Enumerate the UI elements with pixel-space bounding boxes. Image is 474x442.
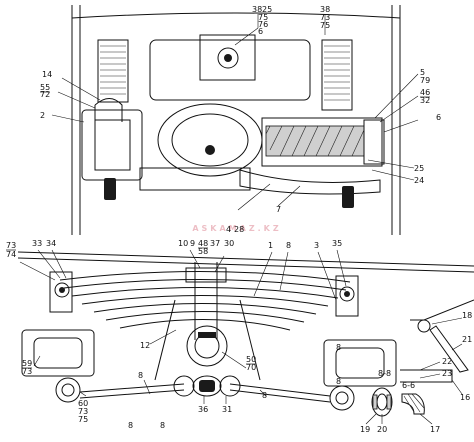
- central-joint: [192, 375, 222, 397]
- callout: 31: [222, 405, 232, 414]
- callout: 48: [198, 239, 208, 248]
- callout: 3: [314, 241, 319, 250]
- frame-rail-right: [391, 5, 401, 235]
- lower-rod-right: [229, 383, 331, 403]
- bracket-bolt: [217, 47, 239, 69]
- frame-side-top: [17, 251, 474, 267]
- callout: 18: [462, 311, 472, 320]
- callout: 25: [414, 164, 424, 173]
- plan-view: [51, 5, 419, 235]
- axle-housing-upper: [149, 39, 311, 101]
- callout: 73: [78, 407, 88, 416]
- watermark: ASKAMAZ.KZ: [192, 224, 281, 233]
- callout: 73: [6, 241, 16, 250]
- callout: 19: [360, 425, 370, 434]
- callout: 60: [78, 399, 88, 408]
- torque-rod-a: [154, 299, 176, 381]
- callout: 73: [320, 13, 330, 22]
- rear-bracket: [335, 275, 359, 317]
- section-label-8-8: 8-8: [378, 369, 391, 378]
- callout: 25: [262, 5, 272, 14]
- callout: 76: [258, 20, 268, 29]
- callout: 20: [377, 425, 387, 434]
- frame-crossmember-top: [71, 12, 401, 19]
- spring-pack-left: [97, 39, 129, 103]
- callout: 8: [286, 241, 291, 250]
- callout: 8: [160, 421, 165, 430]
- svg-text:8: 8: [336, 343, 341, 352]
- callout: 17: [430, 425, 440, 434]
- callout: 4: [226, 225, 231, 234]
- callout: 10: [178, 239, 188, 248]
- differential-housing: [157, 103, 263, 177]
- callout: 58: [198, 247, 208, 256]
- callout: 46: [420, 88, 430, 97]
- callout: 55: [40, 83, 50, 92]
- frame-rail-left: [71, 5, 81, 235]
- hub-box-right: [323, 339, 397, 387]
- callout: 70: [246, 363, 256, 372]
- callout: 33: [32, 239, 42, 248]
- callout: 8: [138, 371, 143, 380]
- axle-tube: [186, 325, 228, 367]
- callout: 24: [414, 176, 424, 185]
- callout: 59: [22, 359, 32, 368]
- callout: 75: [78, 415, 88, 424]
- callout: 79: [420, 76, 430, 85]
- bracket-center: [199, 34, 256, 81]
- lower-rod-joint-left: [55, 377, 81, 403]
- hub-box-left: [21, 329, 95, 377]
- axle-tube-lower: [239, 169, 381, 195]
- shock-upper-mount: [417, 319, 431, 333]
- u-bolt-clamp: [185, 267, 227, 283]
- callout: 50: [246, 355, 256, 364]
- callout: 8: [262, 391, 267, 400]
- callout: 32: [420, 96, 430, 105]
- side-view: 8 8: [17, 249, 474, 411]
- callout: 38: [320, 5, 330, 14]
- callout: 6: [436, 113, 441, 122]
- spring-pack-right: [321, 39, 353, 111]
- callout: 16: [460, 393, 470, 402]
- callout: 37: [210, 239, 220, 248]
- callout: 1: [268, 241, 273, 250]
- callout: 6: [258, 27, 263, 36]
- callout: 14: [42, 70, 52, 79]
- callout: 72: [40, 90, 50, 99]
- section-details: 8-8 6-6: [365, 369, 433, 425]
- callout: 75: [320, 21, 330, 30]
- shock-absorber: [429, 325, 469, 373]
- callout: 34: [46, 239, 56, 248]
- section-8-8-drawing: [371, 387, 393, 417]
- callout: 5: [420, 68, 425, 77]
- lower-rod-left: [79, 383, 185, 399]
- callout: 12: [140, 341, 150, 350]
- callout: 23: [442, 369, 452, 378]
- hub-right-section: [261, 117, 383, 167]
- callout: 36: [198, 405, 208, 414]
- callout: 8: [128, 421, 133, 430]
- section-label-6-6: 6-6: [402, 381, 415, 390]
- callout: 7: [276, 205, 281, 214]
- callout: 73: [22, 367, 32, 376]
- callout: 22: [442, 357, 452, 366]
- callout: 2: [40, 111, 45, 120]
- section-6-6-drawing: [401, 393, 425, 415]
- callout: 30: [224, 239, 234, 248]
- callout: 28: [234, 225, 244, 234]
- leaf-spring-pack: [59, 271, 351, 331]
- front-bracket: [49, 271, 73, 313]
- svg-text:8: 8: [336, 377, 341, 386]
- callout: 35: [332, 239, 342, 248]
- callout: 38: [252, 5, 262, 14]
- lower-rod-joint-right: [329, 385, 355, 411]
- callout: 9: [190, 239, 195, 248]
- callout: 74: [6, 250, 16, 259]
- callout: 21: [462, 335, 472, 344]
- callout: 75: [258, 13, 268, 22]
